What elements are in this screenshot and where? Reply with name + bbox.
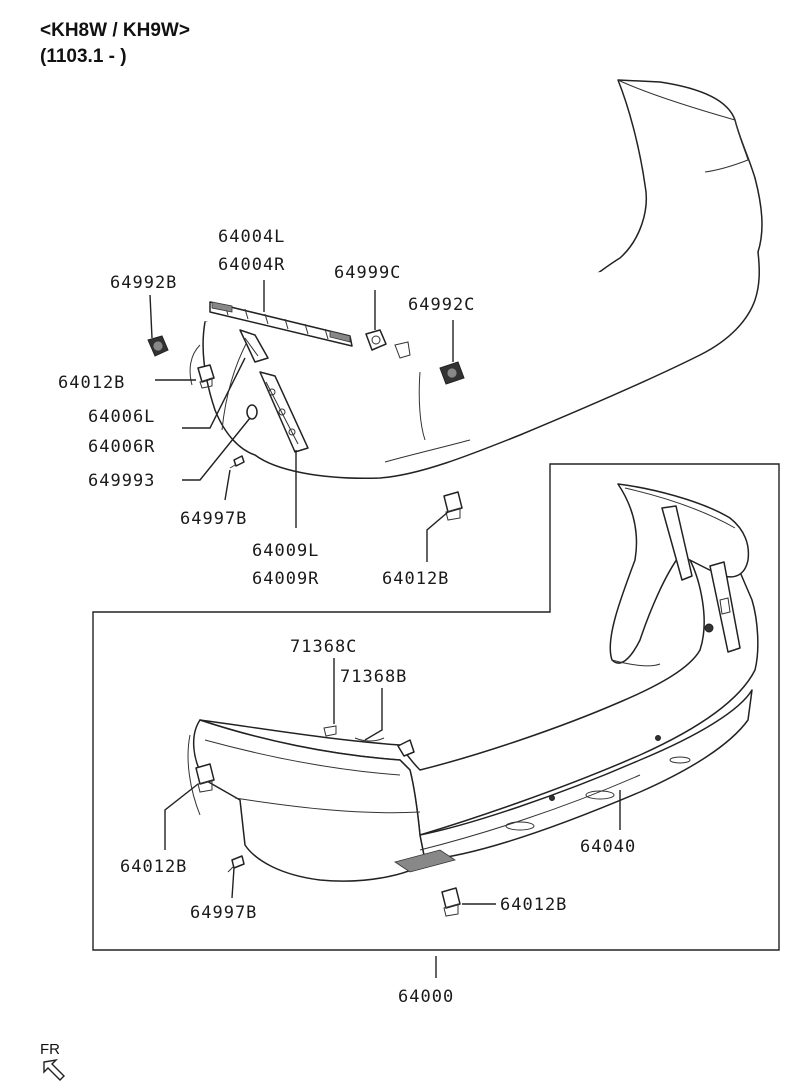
clip-649993 <box>246 404 258 420</box>
label-64006R: 64006R <box>88 437 155 457</box>
label-64992C: 64992C <box>408 295 475 315</box>
lower-side-bracket-64009 <box>259 371 309 453</box>
clip-64999C <box>365 329 387 351</box>
assembly-frame <box>92 463 780 951</box>
label-64992B: 64992B <box>110 273 177 293</box>
clip-64012B-lower-left <box>195 763 215 793</box>
label-64012B-lower-left: 64012B <box>120 857 187 877</box>
front-direction-arrow-icon <box>43 1058 65 1081</box>
label-64040: 64040 <box>580 837 636 857</box>
front-direction-label: FR <box>40 1041 60 1058</box>
clip-64012B-mid <box>443 491 463 521</box>
label-64997B-lower: 64997B <box>190 903 257 923</box>
screw-64997B-upper <box>229 455 245 469</box>
clip-64012B-upper <box>197 364 215 389</box>
clip-64992C <box>439 361 465 385</box>
leader-lines-upper <box>149 280 454 562</box>
label-64997B-upper: 64997B <box>180 509 247 529</box>
label-64012B-mid: 64012B <box>382 569 449 589</box>
model-code-header: <KH8W / KH9W> <box>40 20 190 41</box>
label-64004R: 64004R <box>218 255 285 275</box>
label-64999C: 64999C <box>334 263 401 283</box>
label-64009L: 64009L <box>252 541 319 561</box>
label-64004L: 64004L <box>218 227 285 247</box>
bumper-cover-64040 <box>187 483 759 882</box>
label-64012B-lower-right: 64012B <box>500 895 567 915</box>
label-64009R: 64009R <box>252 569 319 589</box>
side-bracket-64006 <box>239 329 269 363</box>
clip-64012B-lower-right <box>441 887 461 917</box>
screw-64997B-lower <box>227 855 245 873</box>
leader-lines-lower <box>164 658 621 978</box>
label-64012B-upper: 64012B <box>58 373 125 393</box>
label-64006L: 64006L <box>88 407 155 427</box>
label-71368B: 71368B <box>340 667 407 687</box>
label-71368C: 71368C <box>290 637 357 657</box>
label-64000: 64000 <box>398 987 454 1007</box>
upper-bumper-bracket-64004 <box>209 301 353 347</box>
date-range-header: (1103.1 - ) <box>40 46 127 67</box>
clip-64992B <box>147 335 169 357</box>
vehicle-body-outline <box>189 79 763 480</box>
label-649993: 649993 <box>88 471 155 491</box>
